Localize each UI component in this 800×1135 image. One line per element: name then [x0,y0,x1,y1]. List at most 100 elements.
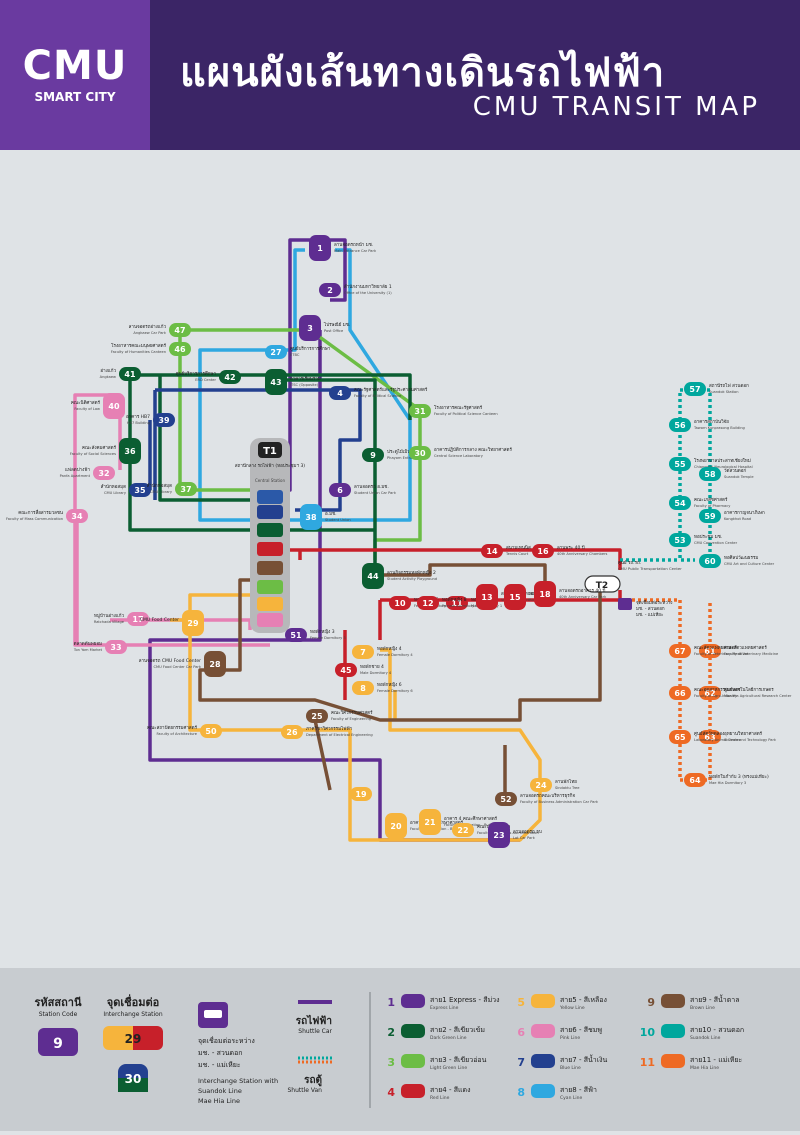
station-name: วัดสวนดอก [724,468,746,474]
station-marker [699,509,721,523]
station-name: หอพักชาย 4 [360,664,384,670]
station-name-en: Post Office [324,329,344,333]
legend-line-number: 4 [387,1086,395,1099]
station-code: 10 [394,599,406,608]
station-name-en: 40th Anniversary Chambers [557,552,608,556]
station-name: คณะสัตวแพทยศาสตร์ [694,644,737,651]
station-name-en: Mae Hia Dormitory 3 [709,781,746,785]
station-name: ตลาดต้นพยอม [74,641,102,647]
station-marker [699,730,721,744]
station-code: 31 [414,407,426,416]
legend-line-swatch [661,994,685,1008]
t1-name-en: Central Station [255,478,286,483]
station-name-en: Faculty of Political Science Canteen [434,412,498,416]
legend-station-code-title: รหัสสถานี [35,996,82,1009]
legend-line-swatch [401,1024,425,1038]
transport-center-t2[interactable]: T2 ศูนย์ รถ.รถ. CMU Public Transportatio… [584,559,682,618]
station-name-en: CMU Food Center Car Park [154,665,202,669]
legend-line-name: สาย10 - สวนดอก [690,1026,744,1034]
station-31[interactable]: 31 โรงอาหารคณะรัฐศาสตร์Faculty of Politic… [409,404,498,418]
logo-subtext: SMART CITY [34,90,116,104]
station-16[interactable]: 16 ลานพระ 40 ปี40th Anniversary Chambers [532,544,608,558]
station-name: ลานจอดรถคณะบริหารธุรกิจ [520,793,575,799]
station-name-en: Phayom Entrance [387,456,420,460]
red-line [270,548,622,700]
station-code: 55 [674,460,686,469]
station-19[interactable]: 19 [350,787,372,801]
legend-line-swatch [531,994,555,1008]
station-marker [699,554,721,568]
station-name: โรงอาหารคณะรัฐศาสตร์ [434,404,483,411]
light-green-line [178,328,422,560]
station-marker [684,773,706,787]
legend-line-name-en: Brown Line [690,1005,715,1011]
station-name: หอศิลปวัฒนธรรม [724,555,758,561]
station-name-en: CMU Library [104,491,127,495]
station-code: 16 [537,547,549,556]
station-name: ลานพระ 40 ปี [557,545,585,551]
page-title-english: CMU TRANSIT MAP [472,92,760,122]
station-code: 30 [414,449,426,458]
legend-line-name: สาย6 - สีชมพู [560,1026,602,1034]
central-station-t1[interactable]: T1 สถานีกลาง รถไฟฟ้า (หอประชุมฯ 3) Centr… [235,438,305,633]
station-marker [329,483,351,497]
station-name: อาคารสถาบันวิจัย [694,419,729,425]
legend-line-number: 5 [517,996,525,1009]
